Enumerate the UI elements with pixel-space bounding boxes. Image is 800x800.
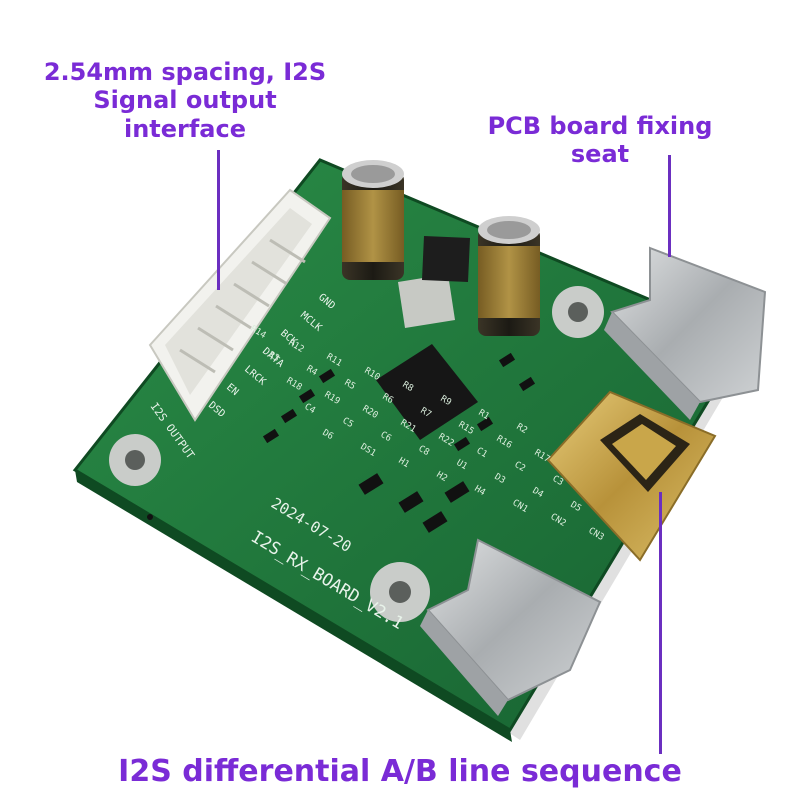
mounting-hole-h4 (109, 434, 161, 486)
silk-ref-c8: C8 (416, 444, 430, 458)
capacitor-right (478, 216, 540, 336)
callout-right-line-2: seat (570, 140, 630, 169)
callout-left-line-3: interface (123, 114, 247, 143)
callout-i2s-output: 2.54mm spacing, I2S Signal output interf… (10, 58, 360, 143)
silk-ref-d4: D4 (530, 486, 544, 500)
callout-bottom-leader (659, 492, 662, 754)
small-components (262, 352, 536, 533)
silk-ref-d3: D3 (492, 472, 506, 486)
capacitor-left (342, 160, 404, 280)
silk-ref-c5: C5 (340, 416, 354, 430)
silk-ref-r3: R3 (266, 350, 280, 364)
silk-ref-c4: C4 (302, 402, 316, 416)
silk-ref-h2: H2 (434, 470, 448, 484)
silk-ref-c2: C2 (512, 460, 526, 474)
callout-right-leader (668, 155, 671, 257)
silk-ref-d6: D6 (320, 428, 334, 442)
silk-ref-u1: U1 (454, 458, 468, 472)
silk-ref-c1: C1 (474, 446, 488, 460)
silk-ref-r7: R7 (418, 406, 432, 420)
silk-ref-r9: R9 (438, 394, 452, 408)
i2s-output-connector (148, 188, 332, 422)
fixing-seat-right (604, 246, 767, 420)
callout-left-line-1: 2.54mm spacing, I2S (43, 58, 327, 86)
regulator-pad (398, 274, 455, 328)
hdmi-connector (546, 390, 717, 562)
callout-fixing-seat: PCB board fixing seat (470, 112, 730, 169)
silk-ref-r4: R4 (304, 364, 318, 378)
mounting-hole-h1 (370, 562, 430, 622)
silk-ref-h4: H4 (472, 484, 486, 498)
fixing-seat-bottom (420, 538, 602, 716)
silk-ref-d5: D5 (568, 500, 582, 514)
silk-ref-c6: C6 (378, 430, 392, 444)
silk-ref-r8: R8 (400, 380, 414, 394)
silk-ref-h1: H1 (396, 456, 410, 470)
callout-line-sequence: I2S differential A/B line sequence (118, 754, 682, 789)
callout-right-line-1: PCB board fixing (487, 112, 713, 140)
callout-left-leader (217, 150, 220, 290)
mounting-hole-h2 (552, 286, 604, 338)
silk-ref-r2: R2 (514, 422, 528, 436)
pcb-edge (75, 470, 512, 742)
silk-ref-r5: R5 (342, 378, 356, 392)
callout-left-line-2: Signal output (93, 86, 277, 115)
main-ic-u1 (376, 344, 478, 440)
board-marker-dot (147, 514, 153, 520)
regulator-chip (422, 236, 470, 282)
silk-ref-c3: C3 (550, 474, 564, 488)
silk-ref-r6: R6 (380, 392, 394, 406)
silk-ref-r1: R1 (476, 408, 490, 422)
